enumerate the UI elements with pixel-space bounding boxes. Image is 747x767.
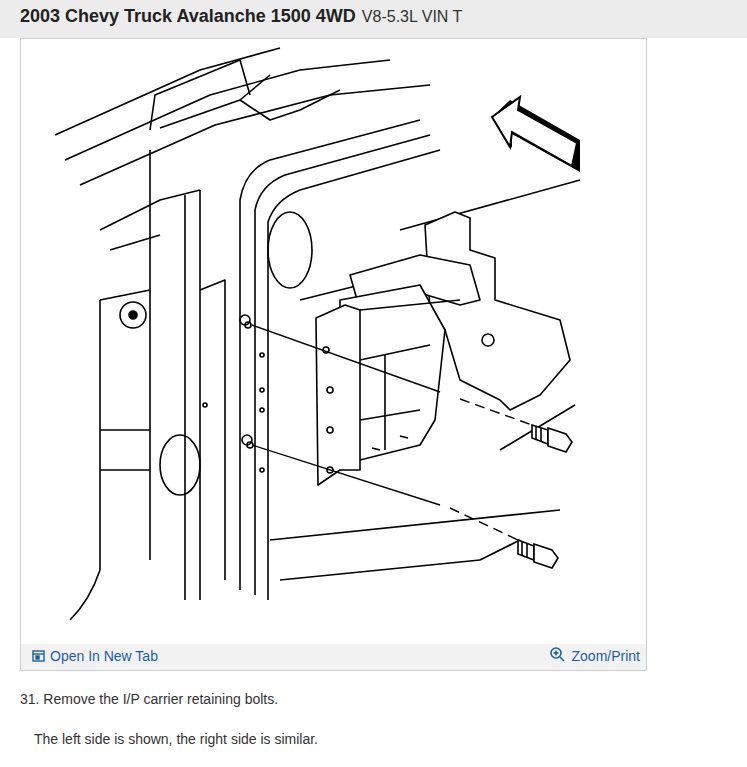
link-text: Open In New Tab [50, 648, 158, 664]
step-text: 31. Remove the I/P carrier retaining bol… [20, 691, 278, 707]
direction-arrow [492, 97, 580, 172]
link-text: Zoom/Print [572, 648, 640, 664]
header-line: 2003 Chevy Truck Avalanche 1500 4WD V8-5.… [20, 6, 462, 27]
image-toolbar [21, 644, 646, 670]
bolt [518, 540, 558, 568]
zoom-icon [551, 648, 564, 661]
note-text: The left side is shown, the right side i… [34, 731, 318, 747]
open-tab-icon [33, 651, 44, 661]
pillar-structure [55, 48, 580, 620]
engine-spec: V8-5.3L VIN T [362, 8, 463, 26]
ip-carrier [316, 212, 570, 485]
image-frame [21, 39, 647, 671]
page-title: 2003 Chevy Truck Avalanche 1500 4WD [20, 6, 356, 27]
bolt-leader-lines [252, 325, 532, 540]
bolt [532, 425, 572, 452]
